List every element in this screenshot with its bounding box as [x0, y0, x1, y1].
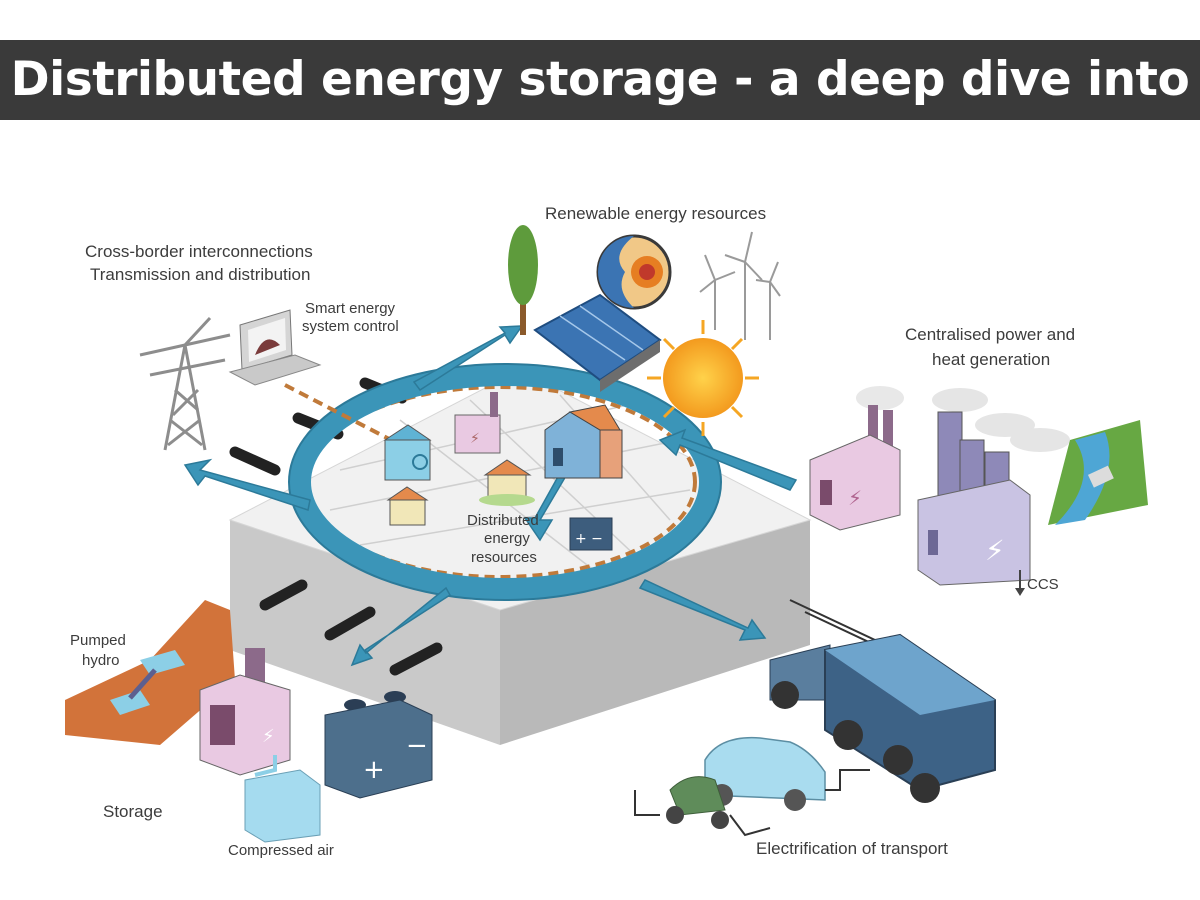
geothermal-globe-icon — [596, 234, 672, 310]
arrow-bottom-right — [638, 579, 767, 641]
label-hydro: hydro — [82, 652, 120, 669]
distributed-houses: ⚡ + − — [383, 392, 623, 551]
svg-text:−: − — [406, 731, 428, 761]
storage-building-icon: ⚡ — [199, 648, 291, 777]
label-smart-energy: Smart energy — [305, 300, 396, 317]
arrow-bottom-left — [350, 586, 452, 667]
sun-icon — [647, 320, 759, 436]
wind-turbines-icon — [699, 231, 781, 340]
svg-text:⚡: ⚡ — [470, 431, 480, 447]
solar-panel-icon — [533, 293, 662, 392]
ring-outline — [288, 363, 722, 601]
label-renewable: Renewable energy resources — [545, 204, 767, 223]
svg-text:⚡: ⚡ — [985, 534, 1005, 567]
house-tall — [544, 404, 623, 479]
svg-text:+ −: + − — [575, 531, 603, 547]
label-energy: energy — [484, 530, 530, 547]
house-small-1 — [386, 486, 429, 526]
label-ccs: CCS — [1027, 576, 1059, 593]
tree-icon — [508, 225, 538, 335]
small-battery: + − — [569, 517, 613, 551]
label-pumped: Pumped — [70, 632, 126, 649]
label-compressed-air: Compressed air — [228, 842, 334, 859]
label-heat-generation: heat generation — [932, 350, 1051, 369]
svg-text:⚡: ⚡ — [262, 726, 275, 747]
label-system-control: system control — [302, 318, 399, 335]
electric-car-icon — [704, 736, 870, 811]
label-storage: Storage — [103, 802, 163, 821]
ccs-arrowhead-icon — [1015, 588, 1025, 596]
computer-icon — [228, 309, 322, 386]
house-blue — [383, 424, 432, 481]
label-transport: Electrification of transport — [756, 839, 948, 858]
pumped-hydro-icon — [65, 600, 235, 745]
transmission-tower-icon — [139, 316, 231, 451]
label-cross-border: Cross-border interconnections — [85, 242, 313, 261]
house-pink: ⚡ — [454, 392, 501, 454]
label-distributed: Distributed — [467, 512, 539, 529]
battery-icon: + − — [324, 691, 433, 799]
control-link — [284, 383, 421, 457]
transmission-ring — [289, 364, 721, 600]
electric-truck-icon — [769, 599, 996, 803]
label-transmission: Transmission and distribution — [90, 265, 311, 284]
page-title: Distributed energy storage - a deep dive… — [10, 52, 1190, 187]
arrow-right — [658, 428, 798, 491]
title-banner: Distributed energy storage - a deep dive… — [0, 40, 1200, 187]
house-small-2 — [479, 459, 535, 506]
hydro-dam-icon — [1048, 420, 1148, 525]
label-centralised: Centralised power and — [905, 325, 1076, 344]
arrow-left — [183, 458, 311, 511]
svg-text:+: + — [363, 755, 385, 785]
label-resources: resources — [471, 549, 537, 566]
factory-pink-icon: ⚡ — [809, 386, 904, 531]
svg-text:⚡: ⚡ — [848, 486, 862, 510]
electric-scooter-icon — [634, 776, 771, 837]
arrow-top — [412, 325, 524, 392]
compressed-air-tank-icon — [244, 769, 321, 843]
power-plant-icon: ⚡ — [917, 388, 1070, 586]
